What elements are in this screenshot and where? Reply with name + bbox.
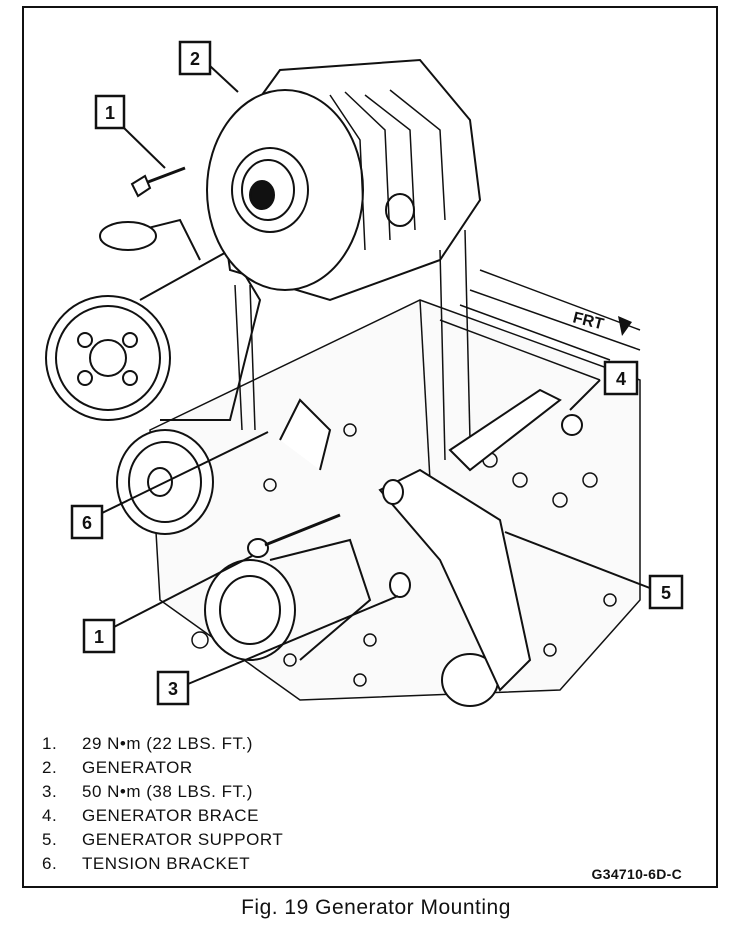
front-arrow-icon — [618, 316, 632, 336]
generator-brace — [448, 388, 583, 472]
legend-number: 5. — [42, 830, 58, 849]
legend-number: 2. — [42, 758, 58, 777]
front-direction-indicator: FRT — [571, 309, 632, 336]
generator-support — [279, 398, 532, 692]
legend-number: 1. — [42, 734, 58, 753]
legend-text: GENERATOR — [82, 758, 193, 777]
callout-4: 4 — [603, 360, 639, 396]
callout-2-label: 2 — [190, 49, 200, 69]
callout-5: 5 — [648, 574, 684, 610]
callout-6-label: 6 — [82, 513, 92, 533]
parts-legend: 1. 29 N•m (22 LBS. FT.) 2. GENERATOR 3. … — [42, 732, 402, 876]
legend-text: 50 N•m (38 LBS. FT.) — [82, 782, 253, 801]
legend-text: 29 N•m (22 LBS. FT.) — [82, 734, 253, 753]
legend-text: GENERATOR BRACE — [82, 806, 259, 825]
front-direction-label: FRT — [571, 309, 606, 333]
callout-5-label: 5 — [661, 583, 671, 603]
legend-item: 4. GENERATOR BRACE — [42, 804, 402, 828]
legend-number: 3. — [42, 782, 58, 801]
legend-item: 6. TENSION BRACKET — [42, 852, 402, 876]
figure-code: G34710-6D-C — [591, 866, 682, 882]
callout-1-lower: 1 — [82, 618, 116, 654]
legend-text: TENSION BRACKET — [82, 854, 251, 873]
leader-lines — [99, 65, 656, 685]
power-steering-pulley — [45, 218, 262, 421]
drive-belt — [234, 229, 471, 461]
figure-caption: Fig. 19 Generator Mounting — [241, 896, 511, 919]
legend-text: GENERATOR SUPPORT — [82, 830, 284, 849]
legend-number: 4. — [42, 806, 58, 825]
callout-1-upper: 1 — [94, 94, 126, 130]
callout-3: 3 — [156, 670, 190, 706]
callout-4-label: 4 — [616, 369, 626, 389]
mounting-bolt-upper — [130, 166, 186, 198]
legend-item: 1. 29 N•m (22 LBS. FT.) — [42, 732, 402, 756]
mounting-bolt-lower — [247, 513, 341, 558]
water-pump — [204, 538, 499, 707]
legend-item: 3. 50 N•m (38 LBS. FT.) — [42, 780, 402, 804]
callout-1-lower-label: 1 — [94, 627, 104, 647]
callout-1-upper-label: 1 — [105, 103, 115, 123]
legend-item: 5. GENERATOR SUPPORT — [42, 828, 402, 852]
generator-body — [206, 58, 482, 302]
legend-number: 6. — [42, 854, 58, 873]
callout-6: 6 — [70, 504, 104, 540]
legend-item: 2. GENERATOR — [42, 756, 402, 780]
callout-2: 2 — [178, 40, 212, 76]
callout-3-label: 3 — [168, 679, 178, 699]
